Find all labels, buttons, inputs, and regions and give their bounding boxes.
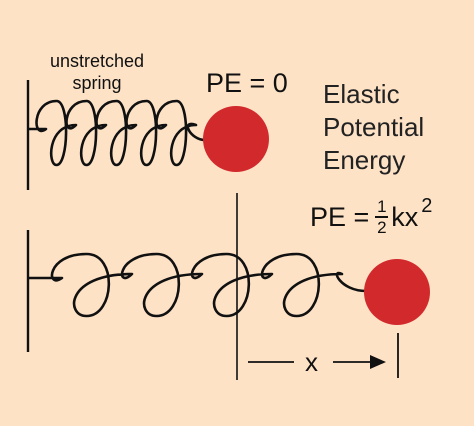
right-arrow-icon <box>370 355 386 369</box>
stretched-spring-icon <box>28 252 367 318</box>
unstretched-label-line1: unstretched <box>50 51 145 71</box>
formula-variable: kx <box>391 201 419 232</box>
top-mass-icon <box>203 106 269 172</box>
formula-fraction: 1 2 <box>375 197 389 237</box>
displacement-label: x <box>305 347 318 377</box>
formula-exponent: 2 <box>421 195 433 217</box>
formula-prefix: PE = <box>310 201 370 232</box>
diagram-title: Elastic Potential Energy <box>323 78 424 177</box>
unstretched-spring-icon <box>28 99 206 167</box>
formula-numerator: 1 <box>377 197 387 216</box>
title-line2: Potential <box>323 112 425 142</box>
formula-denominator: 2 <box>377 218 387 237</box>
pe-formula: PE = 1 2 kx 2 <box>310 195 433 237</box>
unstretched-label-line2: spring <box>72 73 122 93</box>
title-line3: Energy <box>323 145 406 175</box>
pe-zero-label: PE = 0 <box>206 68 288 98</box>
fraction-bar <box>375 216 389 218</box>
unstretched-spring-label: unstretched spring <box>50 50 144 94</box>
bottom-mass-icon <box>364 259 430 325</box>
title-line1: Elastic <box>323 79 400 109</box>
